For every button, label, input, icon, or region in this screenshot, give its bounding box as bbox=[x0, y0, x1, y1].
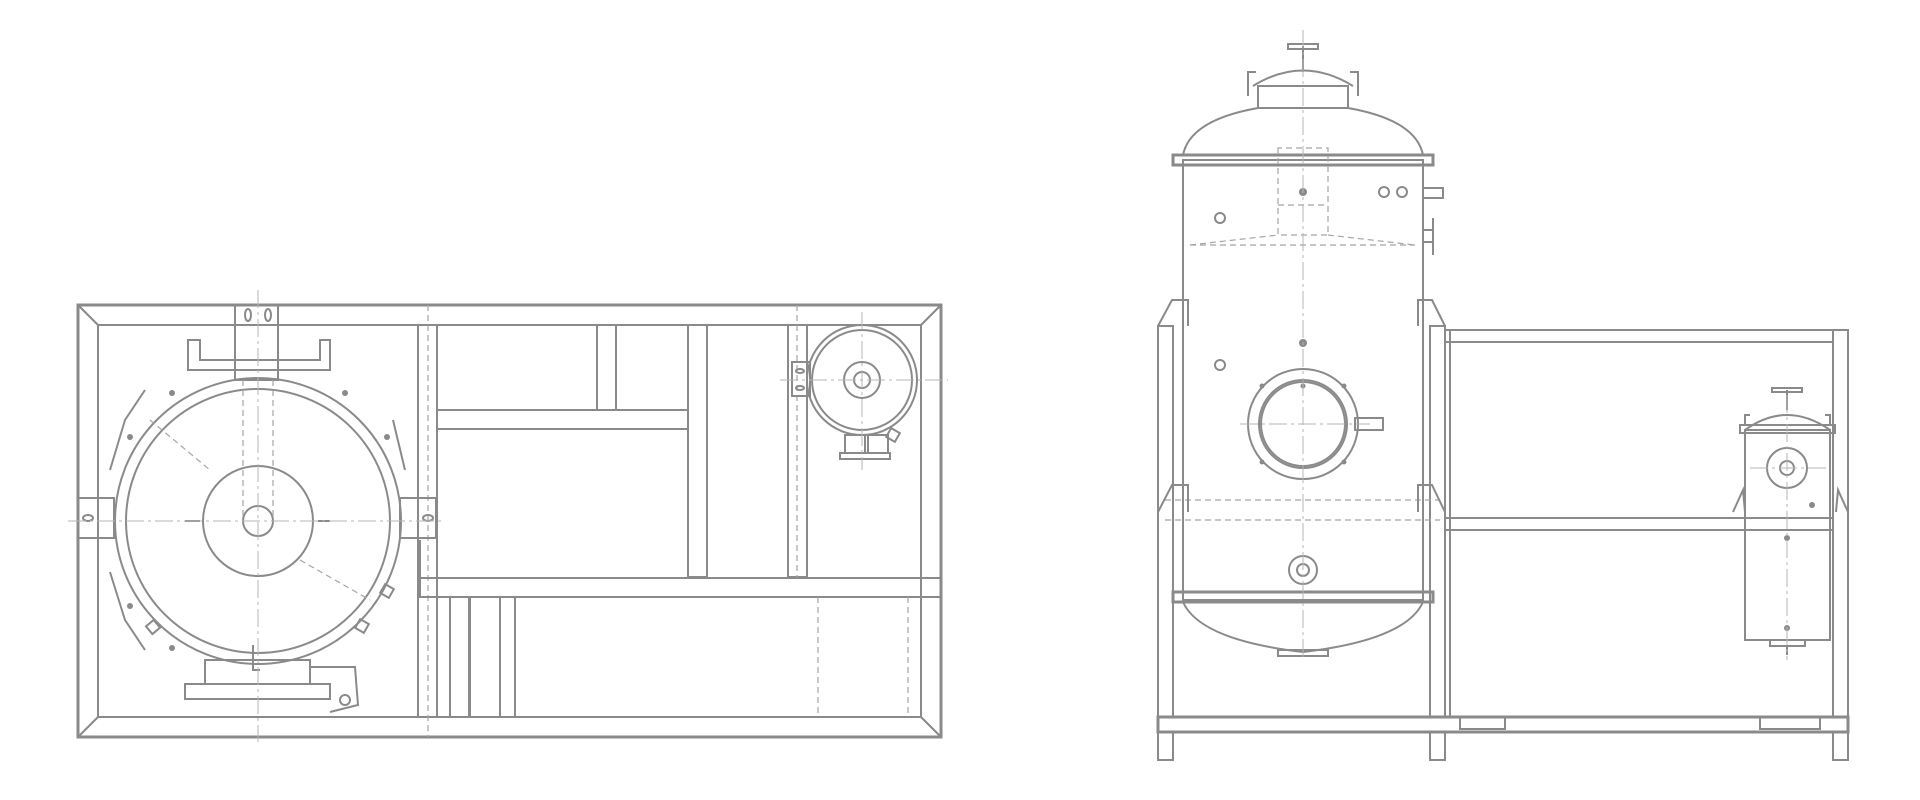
vessel-plan bbox=[109, 304, 421, 713]
frame-posts bbox=[417, 305, 808, 737]
front-centerlines bbox=[1240, 30, 1828, 660]
side-brackets bbox=[77, 497, 437, 595]
top-centerlines bbox=[68, 290, 948, 742]
frame-rails bbox=[419, 409, 942, 718]
tank-elevation bbox=[1171, 43, 1444, 657]
filter-plan bbox=[791, 324, 918, 460]
top-view bbox=[68, 290, 948, 742]
skid-frame bbox=[1156, 299, 1850, 761]
front-view bbox=[1156, 30, 1850, 761]
